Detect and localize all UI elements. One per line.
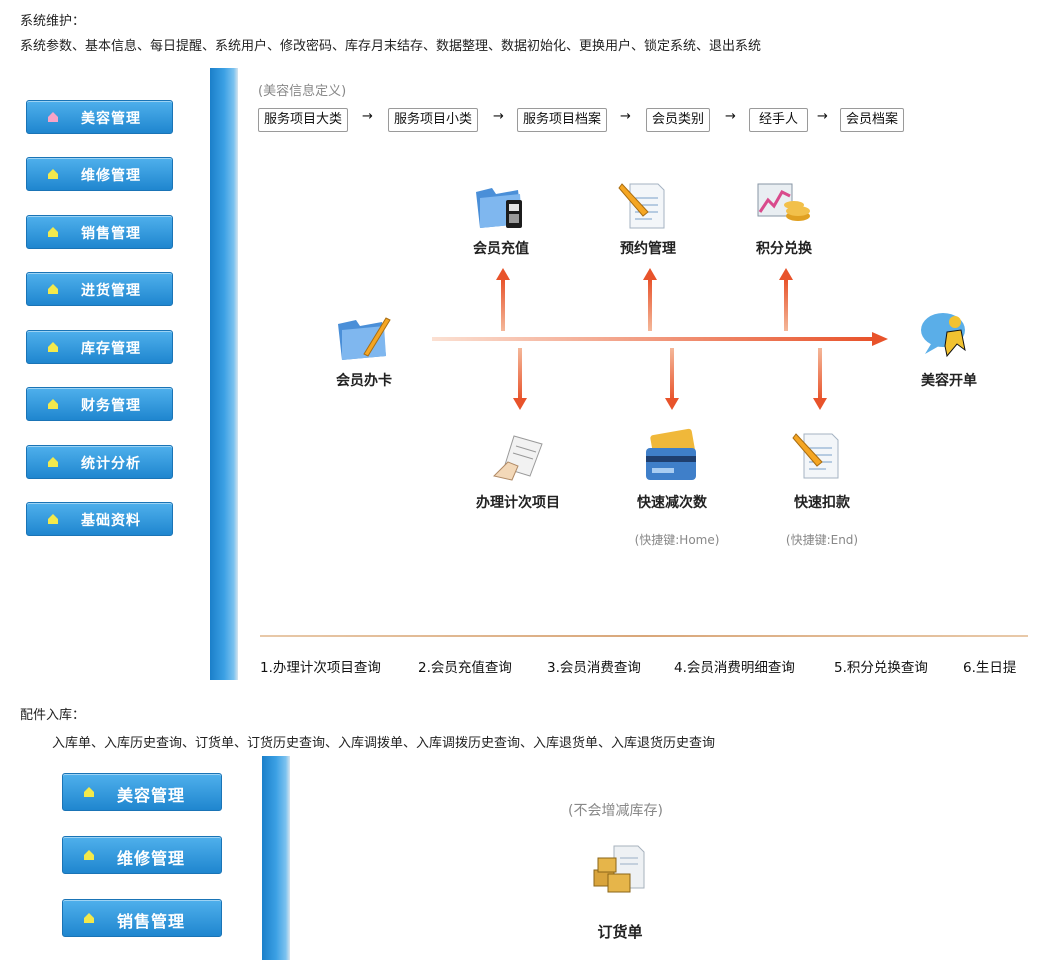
- arrow-up: [648, 279, 652, 331]
- sidebar-item-label: 销售管理: [117, 912, 186, 931]
- node-order[interactable]: 订货单: [597, 923, 643, 941]
- parts-inbound-screenshot: 美容管理 维修管理 销售管理 (不会增减库存) 订货单: [40, 756, 1030, 960]
- sidebar-item-inventory[interactable]: 库存管理: [26, 330, 173, 364]
- sidebar-item-label: 美容管理: [81, 111, 141, 127]
- sidebar-item-label: 维修管理: [117, 849, 186, 868]
- arrow-down-head: [813, 398, 827, 410]
- section-items-system-maintenance: 系统参数、基本信息、每日提醒、系统用户、修改密码、库存月末结存、数据整理、数据初…: [20, 39, 762, 54]
- document-pencil-icon[interactable]: [792, 428, 846, 486]
- flow-arrow: →: [620, 109, 631, 124]
- home-icon: [48, 284, 58, 294]
- sidebar-item-purchase[interactable]: 进货管理: [26, 272, 173, 306]
- flow-member-category[interactable]: 会员类别: [646, 108, 711, 132]
- flow-caption: (美容信息定义): [258, 84, 347, 99]
- sidebar-item-label: 基础资料: [81, 513, 141, 529]
- node-member-card[interactable]: 会员办卡: [336, 373, 392, 389]
- home-icon: [48, 227, 58, 237]
- node-appointment[interactable]: 预约管理: [620, 241, 676, 257]
- query-birthday[interactable]: 6.生日提: [963, 660, 1017, 676]
- flow-service-items[interactable]: 服务项目档案: [517, 108, 608, 132]
- section-heading-parts-inbound: 配件入库：: [20, 708, 86, 723]
- arrow-up-head: [779, 268, 793, 280]
- sidebar-item-sales[interactable]: 销售管理: [62, 899, 222, 937]
- sidebar-divider: [262, 756, 290, 960]
- separator-line: [260, 635, 1028, 637]
- node-quick-reduce[interactable]: 快速减次数: [637, 495, 707, 511]
- node-quick-deduct[interactable]: 快速扣款: [794, 495, 850, 511]
- home-icon: [48, 169, 58, 179]
- hotkey-end: (快捷键:End): [785, 533, 859, 547]
- arrow-up: [784, 279, 788, 331]
- sidebar-item-finance[interactable]: 财务管理: [26, 387, 173, 421]
- inventory-note: (不会增减库存): [568, 803, 663, 819]
- main-flow-arrow: [432, 332, 888, 346]
- document-pencil-icon[interactable]: [618, 178, 670, 234]
- node-beauty-order[interactable]: 美容开单: [921, 373, 977, 389]
- flow-member-records[interactable]: 会员档案: [840, 108, 905, 132]
- arrow-down: [670, 348, 674, 400]
- arrow-down: [818, 348, 822, 400]
- sidebar-item-sales[interactable]: 销售管理: [26, 215, 173, 249]
- home-icon: [48, 342, 58, 352]
- arrow-up-head: [643, 268, 657, 280]
- home-icon: [48, 457, 58, 467]
- flow-service-subcategory[interactable]: 服务项目小类: [388, 108, 479, 132]
- section-items-parts-inbound: 入库单、入库历史查询、订货单、订货历史查询、入库调拨单、入库调拨历史查询、入库退…: [52, 736, 716, 751]
- home-icon: [48, 514, 58, 524]
- sidebar-item-repair[interactable]: 维修管理: [26, 157, 173, 191]
- flow-arrow: →: [725, 109, 736, 124]
- query-member-consumption[interactable]: 3.会员消费查询: [547, 660, 641, 676]
- folder-pencil-icon[interactable]: [334, 310, 392, 366]
- sidebar-item-basic-data[interactable]: 基础资料: [26, 502, 173, 536]
- flow-service-category[interactable]: 服务项目大类: [258, 108, 349, 132]
- sidebar-item-label: 维修管理: [81, 168, 141, 184]
- home-icon: [84, 913, 94, 923]
- sidebar-item-beauty[interactable]: 美容管理: [62, 773, 222, 811]
- node-points-exchange[interactable]: 积分兑换: [756, 241, 812, 257]
- home-icon: [84, 850, 94, 860]
- folder-card-icon[interactable]: [472, 178, 528, 234]
- home-icon: [84, 787, 94, 797]
- node-count-items[interactable]: 办理计次项目: [476, 495, 560, 511]
- hand-receipt-icon[interactable]: [490, 430, 554, 486]
- flow-arrow: →: [817, 109, 828, 124]
- section-heading-system-maintenance: 系统维护：: [20, 14, 86, 29]
- flow-handler[interactable]: 经手人: [749, 108, 809, 132]
- query-count-items[interactable]: 1.办理计次项目查询: [260, 660, 381, 676]
- flow-arrow: →: [362, 109, 373, 124]
- home-icon: [48, 112, 58, 122]
- flow-arrow: →: [493, 109, 504, 124]
- sidebar-item-beauty[interactable]: 美容管理: [26, 100, 173, 134]
- chart-coins-icon[interactable]: [754, 178, 814, 234]
- home-icon: [48, 399, 58, 409]
- arrow-up: [501, 279, 505, 331]
- sidebar-item-label: 美容管理: [117, 786, 186, 805]
- sidebar-item-label: 财务管理: [81, 398, 141, 414]
- boxes-document-icon[interactable]: [590, 844, 648, 900]
- arrow-down: [518, 348, 522, 400]
- sidebar-item-label: 销售管理: [81, 226, 141, 242]
- messenger-person-icon[interactable]: [917, 308, 975, 364]
- sidebar-item-statistics[interactable]: 统计分析: [26, 445, 173, 479]
- beauty-management-screenshot: 美容管理 维修管理 销售管理 进货管理 库存管理 财务管理 统计分析 基础资料: [12, 68, 1028, 680]
- arrow-down-head: [513, 398, 527, 410]
- query-consumption-detail[interactable]: 4.会员消费明细查询: [674, 660, 795, 676]
- sidebar-item-repair[interactable]: 维修管理: [62, 836, 222, 874]
- hotkey-home: (快捷键:Home): [634, 533, 720, 547]
- sidebar-item-label: 进货管理: [81, 283, 141, 299]
- query-member-recharge[interactable]: 2.会员充值查询: [418, 660, 512, 676]
- sidebar-item-label: 统计分析: [81, 456, 141, 472]
- sidebar-item-label: 库存管理: [81, 341, 141, 357]
- arrow-up-head: [496, 268, 510, 280]
- query-points-exchange[interactable]: 5.积分兑换查询: [834, 660, 928, 676]
- credit-card-icon[interactable]: [642, 428, 702, 486]
- sidebar-divider: [210, 68, 238, 680]
- arrow-down-head: [665, 398, 679, 410]
- node-member-recharge[interactable]: 会员充值: [473, 241, 529, 257]
